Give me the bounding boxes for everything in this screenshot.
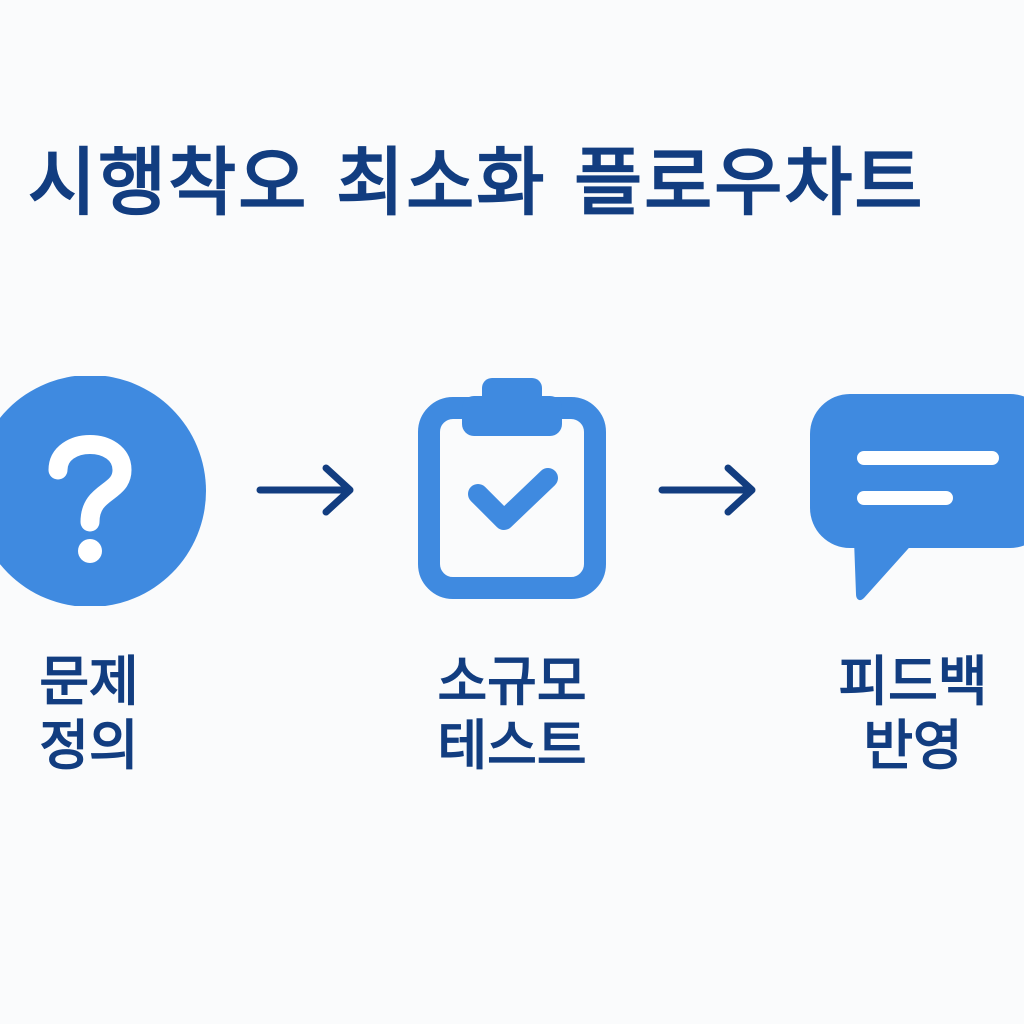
step-label-line: 반영 [863, 714, 963, 777]
step-label-problem-definition: 문제 정의 [0, 650, 209, 778]
step-label-line: 피드백 [838, 650, 988, 713]
step-label-small-test: 소규모 테스트 [392, 650, 632, 778]
chat-bubble-icon [810, 394, 1024, 601]
step-label-line: 소규모 [437, 650, 587, 713]
step-label-line: 정의 [39, 714, 139, 777]
arrow-right-icon [256, 464, 354, 516]
step-label-feedback: 피드백 반영 [793, 650, 1024, 778]
step-label-line: 문제 [39, 650, 139, 713]
page-title: 시행착오 최소화 플로우차트 [28, 140, 925, 226]
question-circle-icon [0, 376, 206, 606]
clipboard-check-icon [418, 378, 606, 599]
step-label-line: 테스트 [437, 714, 587, 777]
arrow-right-icon [658, 464, 756, 516]
